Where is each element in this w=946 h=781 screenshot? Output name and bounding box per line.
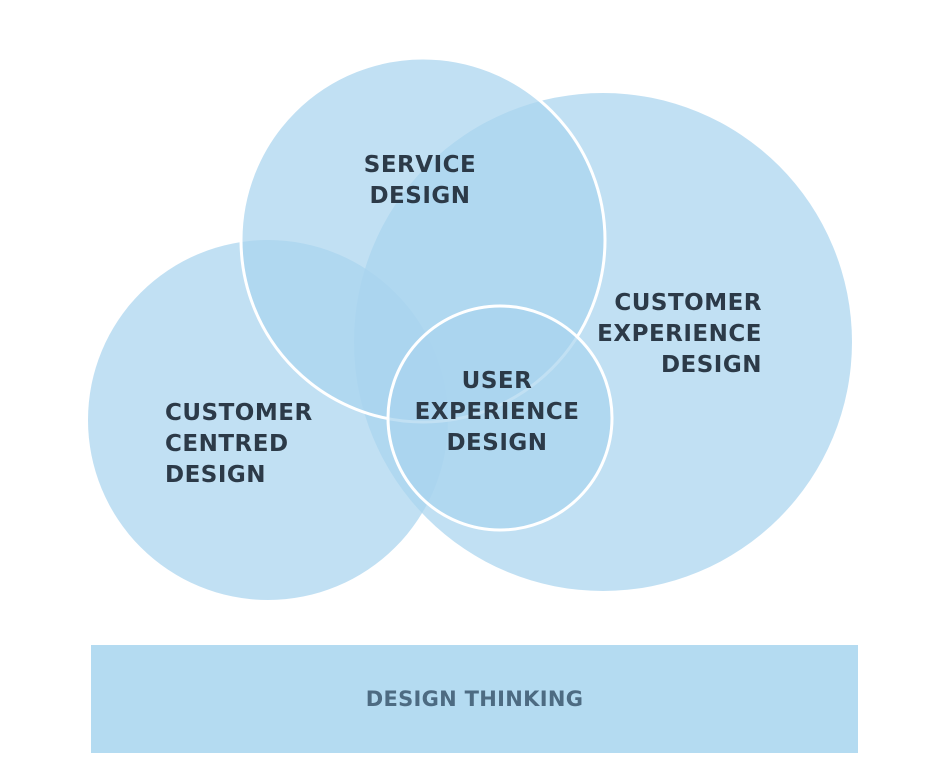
customer-centred-design-label-line: CENTRED bbox=[165, 431, 289, 457]
user-experience-design-label-line: EXPERIENCE bbox=[415, 399, 580, 425]
user-experience-design-circle bbox=[386, 304, 614, 532]
labels-group: CUSTOMER CENTRED DESIGN CUSTOMER EXPERIENCE D… bbox=[165, 152, 762, 488]
customer-experience-design-label-line: CUSTOMER bbox=[614, 290, 762, 316]
design-thinking-label: DESIGN THINKING bbox=[365, 687, 584, 711]
customer-experience-design-label-line: DESIGN bbox=[661, 352, 762, 378]
service-design-label-line: SERVICE bbox=[364, 152, 476, 178]
customer-centred-design-label-line: DESIGN bbox=[165, 462, 266, 488]
customer-experience-design-label-line: EXPERIENCE bbox=[597, 321, 762, 347]
service-design-label: SERVICE DESIGN bbox=[364, 152, 476, 209]
user-experience-design-label: USER EXPERIENCE DESIGN bbox=[415, 368, 580, 456]
service-design-label-line: DESIGN bbox=[369, 183, 470, 209]
customer-centred-design-label-line: CUSTOMER bbox=[165, 400, 313, 426]
design-thinking-bar: DESIGN THINKING bbox=[91, 645, 858, 753]
customer-centred-design-label: CUSTOMER CENTRED DESIGN bbox=[165, 400, 313, 488]
customer-experience-design-label: CUSTOMER EXPERIENCE DESIGN bbox=[597, 290, 762, 378]
user-experience-design-label-line: USER bbox=[462, 368, 533, 394]
circles-group bbox=[88, 56, 852, 600]
user-experience-design-label-line: DESIGN bbox=[446, 430, 547, 456]
